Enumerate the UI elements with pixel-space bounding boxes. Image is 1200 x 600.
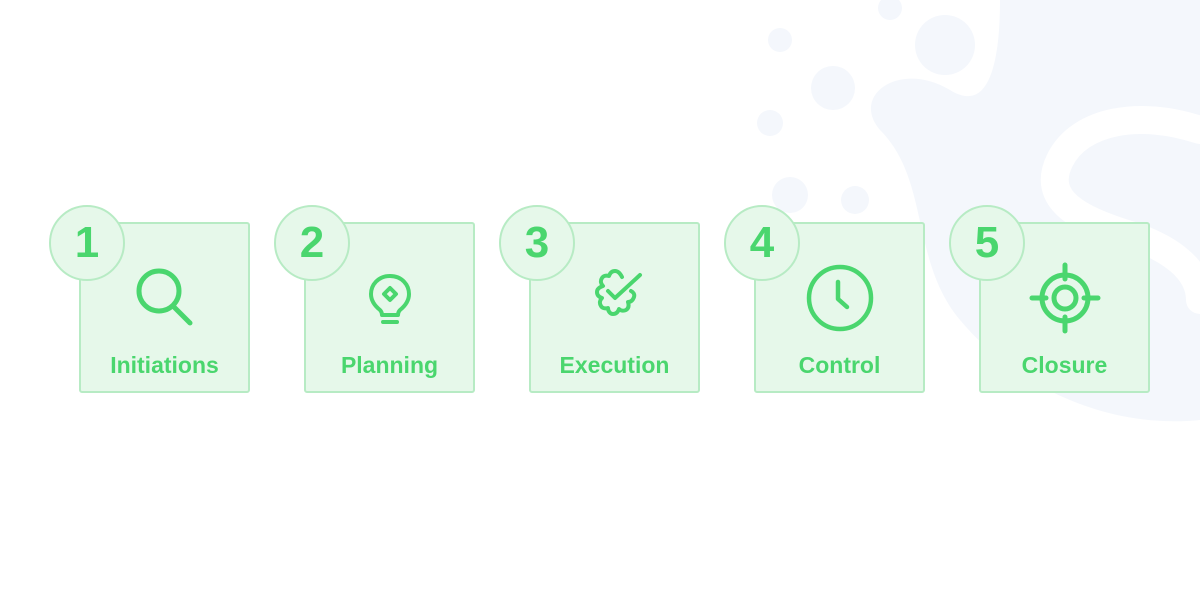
step-number-badge: 5 <box>949 205 1025 281</box>
clock-icon <box>802 260 878 336</box>
gear-check-icon <box>577 260 653 336</box>
target-icon <box>1027 260 1103 336</box>
search-icon <box>127 260 203 336</box>
step-label: Initiations <box>110 352 219 378</box>
step-label: Closure <box>1021 352 1108 378</box>
step-number-badge: 4 <box>724 205 800 281</box>
step-number-badge: 2 <box>274 205 350 281</box>
step-label: Execution <box>559 352 670 378</box>
step-label: Planning <box>340 352 439 378</box>
step-label: Control <box>798 352 881 378</box>
step-number-badge: 1 <box>49 205 125 281</box>
lightbulb-icon <box>352 260 428 336</box>
step-number-badge: 3 <box>499 205 575 281</box>
